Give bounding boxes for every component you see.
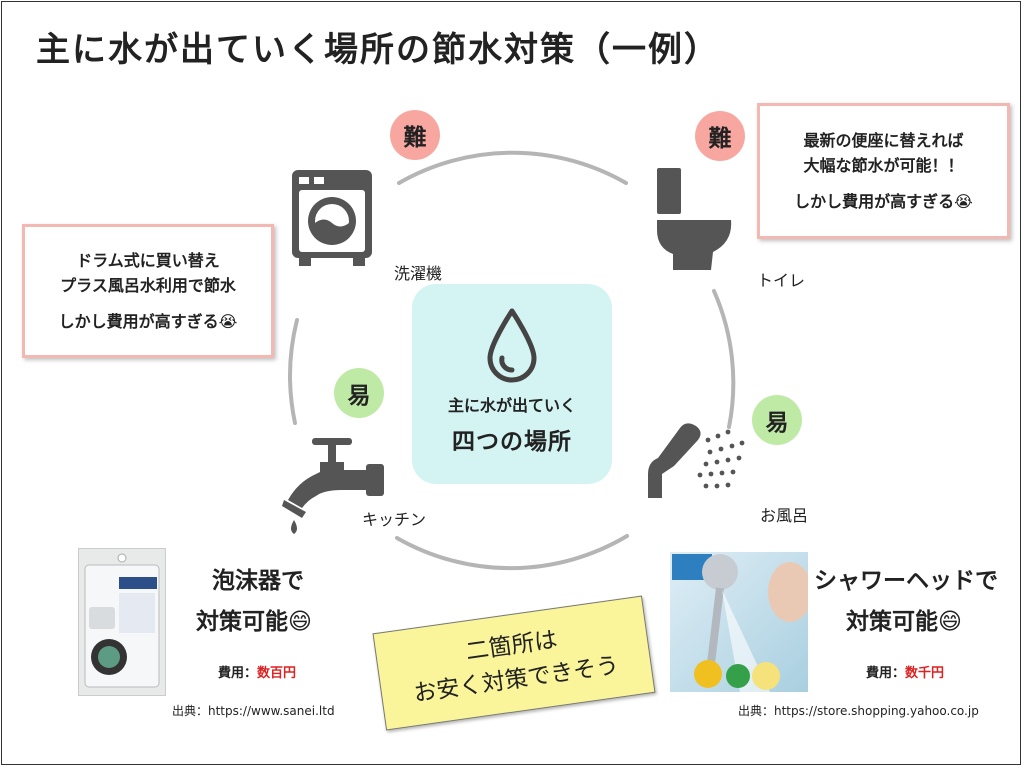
arc-top: [397, 150, 628, 185]
badge-easy-bath: 易: [752, 395, 802, 445]
aerator-product-photo: [78, 548, 166, 696]
showerhead-ad-image: [670, 552, 808, 692]
badge-difficult-toilet: 難: [695, 111, 745, 161]
label-washer: 洗濯機: [394, 264, 443, 283]
kitchen-solution-line1: 泡沫器で: [212, 568, 304, 594]
note-toilet-line1: 最新の便座に替えれば: [803, 130, 964, 150]
note-toilet-line2: 大幅な節水が可能！！: [803, 156, 964, 176]
shower-icon: [648, 423, 745, 498]
bath-source: 出典：https://store.shopping.yahoo.co.jp: [738, 704, 979, 718]
center-box: 主に水が出ていく 四つの場所: [412, 284, 612, 484]
toilet-icon: [657, 168, 733, 270]
kitchen-cost-label: 費用：: [218, 666, 258, 681]
center-title: 四つの場所: [452, 429, 572, 455]
label-bath: お風呂: [760, 506, 809, 525]
bath-cost-value: 数千円: [905, 666, 945, 681]
bath-cost-label: 費用：: [866, 666, 906, 681]
page-title: 主に水が出ていく場所の節水対策（一例）: [36, 30, 720, 70]
badge-difficult-washer: 難: [390, 110, 440, 160]
arc-left: [288, 318, 299, 425]
center-subtitle: 主に水が出ていく: [447, 396, 576, 415]
water-drop-icon: [487, 308, 537, 383]
bath-solution-line1: シャワーヘッドで: [814, 568, 998, 594]
washing-machine-icon: [292, 170, 372, 266]
showerhead-product-photo: [670, 552, 808, 692]
kitchen-source: 出典：https://www.sanei.ltd: [172, 704, 335, 718]
note-washer-line1: ドラム式に買い替え: [76, 250, 220, 270]
note-washer-line2: プラス風呂水利用で節水: [60, 276, 236, 296]
note-washer: ドラム式に買い替え プラス風呂水利用で節水 しかし費用が高すぎる😭: [22, 224, 274, 358]
note-toilet: 最新の便座に替えれば 大幅な節水が可能！！ しかし費用が高すぎる😭: [757, 103, 1010, 239]
aerator-package-image: [79, 549, 165, 695]
arc-bottom: [395, 534, 629, 571]
label-kitchen: キッチン: [362, 510, 427, 529]
bath-solution-line2: 対策可能😄: [846, 609, 962, 635]
badge-easy-kitchen: 易: [334, 368, 384, 418]
bath-cost: 費用：数千円: [866, 662, 944, 681]
arc-right: [712, 289, 736, 429]
faucet-icon: [282, 438, 384, 534]
kitchen-solution-line2: 対策可能😄: [196, 609, 312, 635]
kitchen-cost: 費用：数百円: [218, 662, 296, 681]
kitchen-cost-value: 数百円: [257, 666, 297, 681]
note-washer-line3: しかし費用が高すぎる😭: [58, 311, 238, 331]
label-toilet: トイレ: [757, 271, 806, 290]
note-toilet-line3: しかし費用が高すぎる😭: [794, 191, 973, 211]
